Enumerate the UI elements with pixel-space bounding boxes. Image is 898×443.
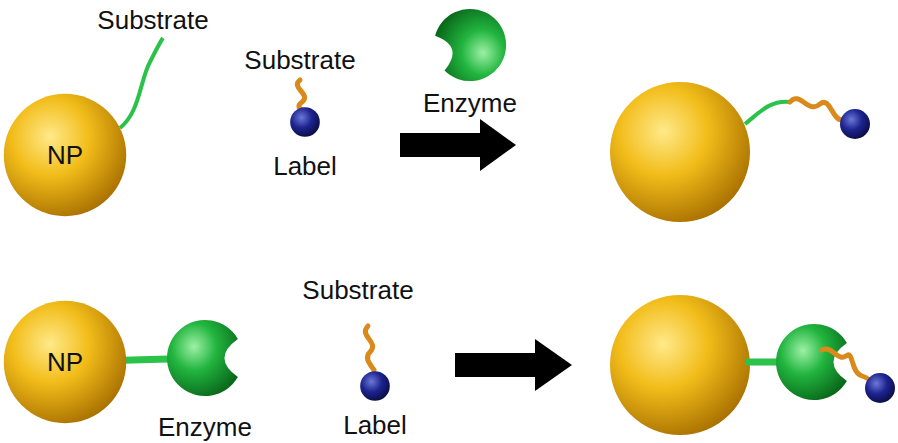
enzyme-shape — [165, 318, 245, 398]
nanoparticle: NP — [3, 93, 127, 217]
reaction-arrow — [455, 339, 572, 391]
np-label: NP — [47, 347, 83, 377]
substrate-label: Substrate — [244, 45, 355, 75]
enzyme-shape — [432, 7, 508, 83]
label-sphere: Label — [271, 107, 339, 181]
label-sphere: Label — [341, 371, 409, 440]
linker — [124, 359, 168, 360]
substrate-strand — [120, 38, 163, 128]
enzyme: Enzyme — [421, 7, 519, 118]
label-shape — [360, 371, 390, 401]
substrate-label: Substrate — [302, 275, 413, 305]
np-enzyme-product — [610, 295, 895, 435]
caption-text: Enzyme — [423, 88, 517, 118]
caption-text: Label — [273, 151, 337, 181]
enzyme: Enzyme — [156, 318, 254, 442]
reaction-arrow — [400, 119, 516, 171]
caption-text: Label — [343, 410, 407, 440]
nanoparticle: NP — [3, 300, 127, 424]
substrate-strand — [365, 326, 374, 370]
substrate-label: Substrate — [97, 5, 208, 35]
substrate-strand — [297, 80, 304, 110]
label-shape — [290, 107, 320, 137]
caption-text: Enzyme — [158, 412, 252, 442]
np-label: NP — [47, 140, 83, 170]
np-product — [610, 82, 870, 222]
